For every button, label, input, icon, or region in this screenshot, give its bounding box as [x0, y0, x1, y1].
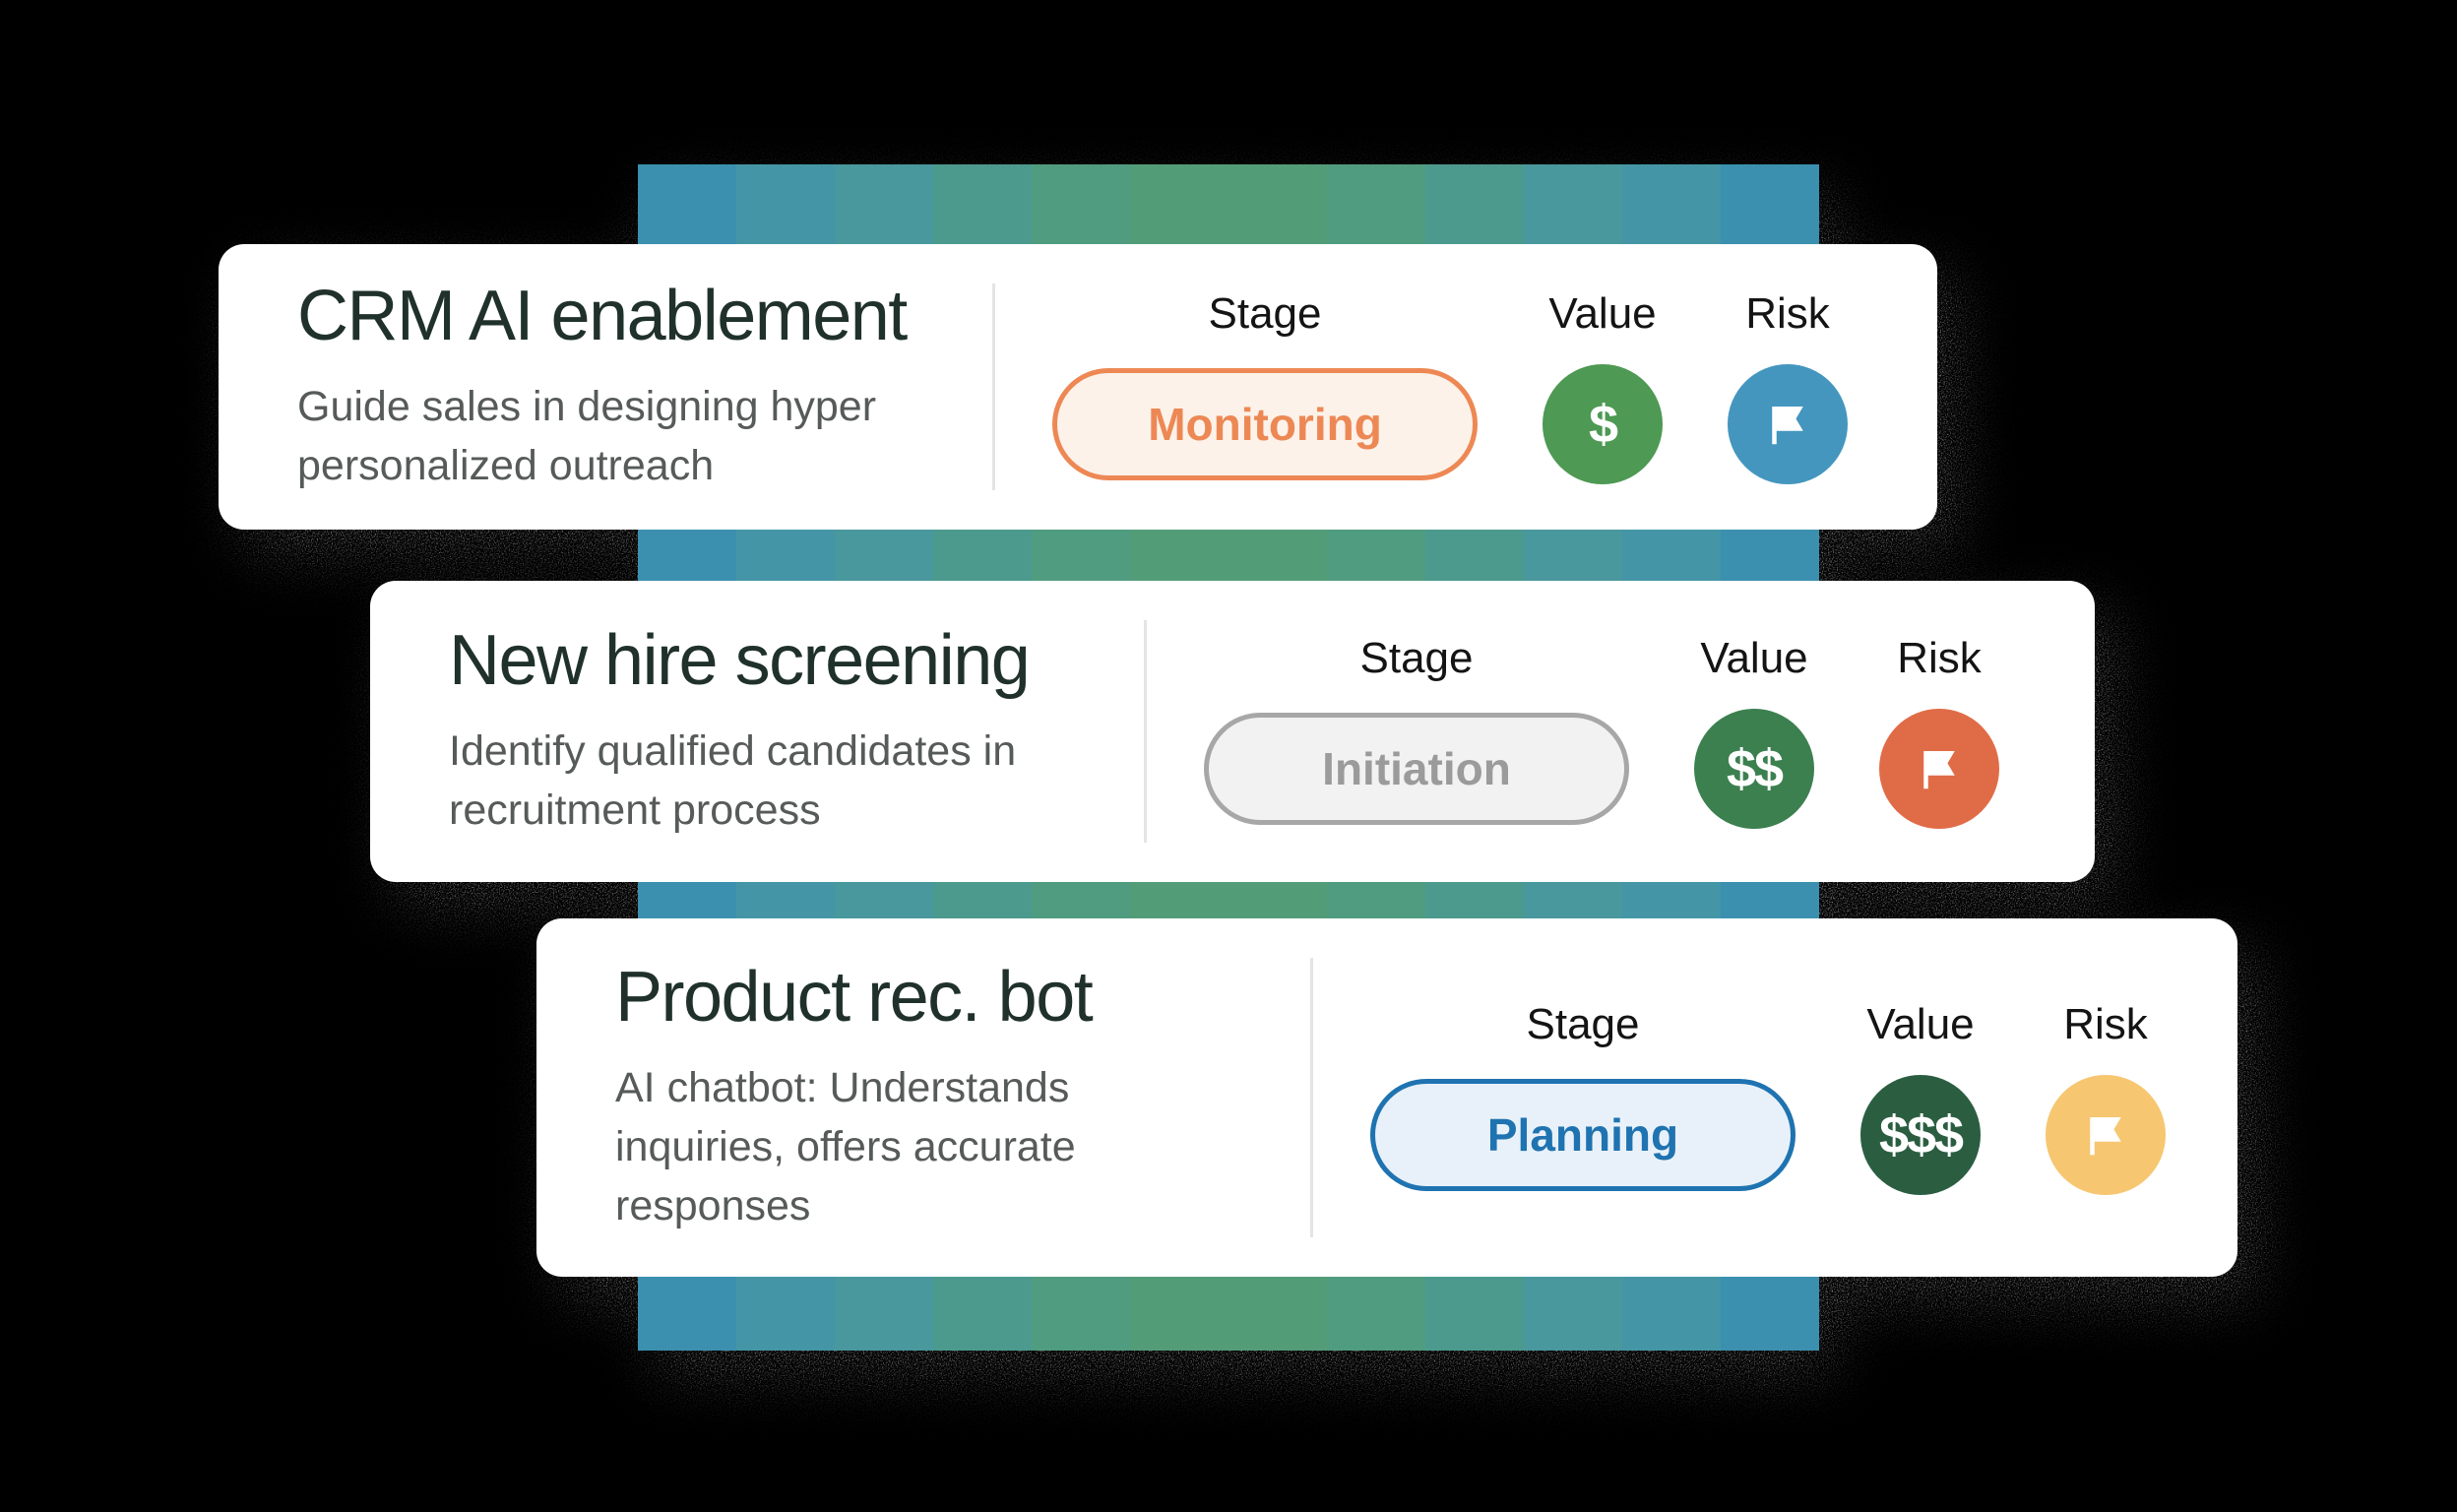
card-text-block: CRM AI enablement Guide sales in designi…	[297, 276, 992, 495]
dollar-text: $	[1588, 395, 1618, 455]
card-new-hire-screening: New hire screening Identify qualified ca…	[370, 581, 2095, 882]
metrics-group: Stage Monitoring Value $ Risk	[1052, 289, 1848, 485]
stage-column: Stage Monitoring	[1052, 289, 1478, 485]
divider	[1310, 958, 1313, 1237]
dollar-text: $$	[1726, 739, 1784, 799]
value-label: Value	[1866, 999, 1975, 1048]
card-text-block: Product rec. bot AI chatbot: Understands…	[615, 957, 1310, 1235]
value-label: Value	[1700, 633, 1808, 682]
stage-pill: Planning	[1370, 1079, 1796, 1192]
card-crm-ai-enablement: CRM AI enablement Guide sales in designi…	[219, 244, 1937, 530]
card-title: New hire screening	[449, 620, 1031, 700]
card-title: Product rec. bot	[615, 957, 1094, 1037]
card-description: Identify qualified candidates in recruit…	[449, 726, 1017, 834]
risk-label: Risk	[1897, 633, 1982, 682]
stage-pill: Initiation	[1204, 713, 1629, 826]
flag-icon	[1923, 751, 1955, 789]
divider	[992, 284, 995, 490]
value-badge: $$	[1694, 709, 1814, 830]
risk-label: Risk	[2063, 999, 2148, 1048]
flag-icon	[1772, 407, 1803, 445]
risk-column: Risk	[1728, 289, 1848, 485]
stage-label: Stage	[1359, 633, 1474, 682]
stage-pill: Monitoring	[1052, 368, 1478, 481]
stage-column: Stage Planning	[1370, 1000, 1796, 1196]
value-badge: $	[1543, 364, 1663, 485]
value-label: Value	[1548, 288, 1657, 338]
risk-badge	[1879, 709, 1999, 830]
risk-badge	[1728, 364, 1848, 485]
metrics-group: Stage Planning Value $$$ Risk	[1370, 1000, 2166, 1196]
risk-column: Risk	[1879, 634, 1999, 830]
card-text-block: New hire screening Identify qualified ca…	[449, 620, 1144, 840]
value-column: Value $	[1543, 289, 1663, 485]
stage-label: Stage	[1526, 999, 1640, 1048]
card-description: Guide sales in designing hyper personali…	[297, 382, 877, 489]
card-product-rec-bot: Product rec. bot AI chatbot: Understands…	[536, 918, 2237, 1277]
risk-badge	[2046, 1075, 2166, 1196]
stage-label: Stage	[1208, 288, 1322, 338]
card-description: AI chatbot: Understands inquiries, offer…	[615, 1063, 1076, 1229]
metrics-group: Stage Initiation Value $$ Risk	[1204, 634, 1999, 830]
risk-label: Risk	[1745, 288, 1830, 338]
card-title: CRM AI enablement	[297, 276, 908, 355]
dollar-text: $$$	[1878, 1105, 1964, 1166]
value-column: Value $$	[1694, 634, 1814, 830]
flag-icon	[2090, 1117, 2121, 1156]
stage-column: Stage Initiation	[1204, 634, 1629, 830]
value-column: Value $$$	[1860, 1000, 1981, 1196]
divider	[1144, 620, 1147, 843]
value-badge: $$$	[1860, 1075, 1981, 1196]
risk-column: Risk	[2046, 1000, 2166, 1196]
